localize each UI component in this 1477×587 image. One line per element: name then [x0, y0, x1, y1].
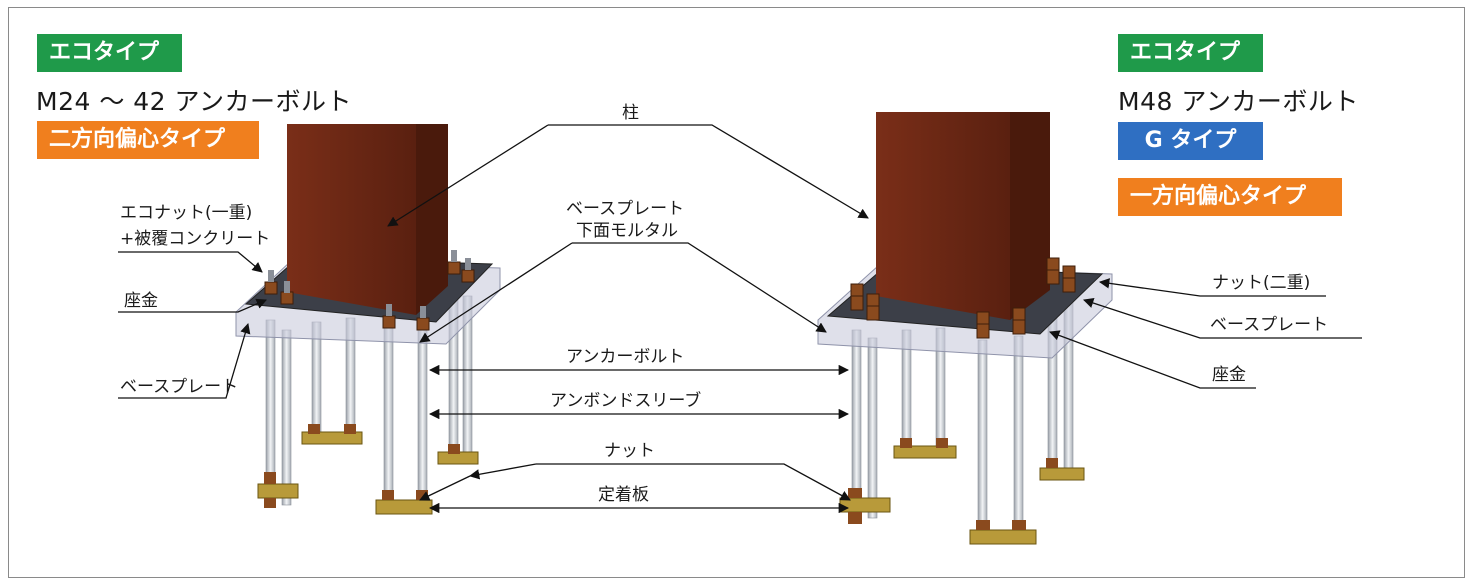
eco-type-badge-right: エコタイプ — [1118, 34, 1263, 72]
eco-nut-label-line1: エコナット(一重) — [120, 203, 252, 223]
base-plate-label-left: ベースプレート — [120, 377, 238, 397]
washer-label-right: 座金 — [1212, 365, 1246, 385]
bolt-range-heading-right: M48 アンカーボルト — [1118, 87, 1359, 116]
base-plate-label-right: ベースプレート — [1210, 315, 1328, 335]
left-anchor-plates — [257, 424, 479, 515]
diagram-labels: 柱 ベースプレート 下面モルタル エコナット(一重) +被覆コンクリート 座金 … — [120, 103, 1328, 505]
one-direction-eccentric-badge: 一方向偏心タイプ — [1118, 178, 1342, 216]
eco-type-badge-left: エコタイプ — [37, 34, 182, 72]
column-label: 柱 — [622, 103, 639, 123]
nut-label: ナット — [604, 441, 655, 461]
bolt-range-heading-left: M24 ～ 42 アンカーボルト — [36, 87, 353, 116]
leader-lines — [118, 124, 1362, 514]
figure-frame — [8, 7, 1465, 578]
left-assembly — [235, 124, 501, 515]
anchor-plate-label: 定着板 — [598, 485, 649, 505]
unbond-sleeve-label: アンボンドスリーブ — [550, 390, 701, 411]
double-nut-label: ナット(二重) — [1212, 273, 1310, 293]
left-column — [287, 124, 448, 315]
right-top-nuts — [850, 257, 1076, 339]
right-anchor-plates — [839, 438, 1085, 545]
mortar-label-line2: 下面モルタル — [576, 221, 678, 241]
left-top-nuts — [264, 250, 475, 331]
two-direction-eccentric-badge: 二方向偏心タイプ — [37, 121, 259, 159]
right-column — [876, 112, 1050, 320]
right-assembly — [817, 112, 1113, 545]
eco-nut-label-line2: +被覆コンクリート — [120, 229, 270, 249]
washer-label-left: 座金 — [124, 291, 158, 311]
anchor-bolt-label: アンカーボルト — [566, 347, 684, 367]
g-type-badge: G タイプ — [1118, 122, 1263, 160]
mortar-label-line1: ベースプレート — [566, 199, 684, 219]
